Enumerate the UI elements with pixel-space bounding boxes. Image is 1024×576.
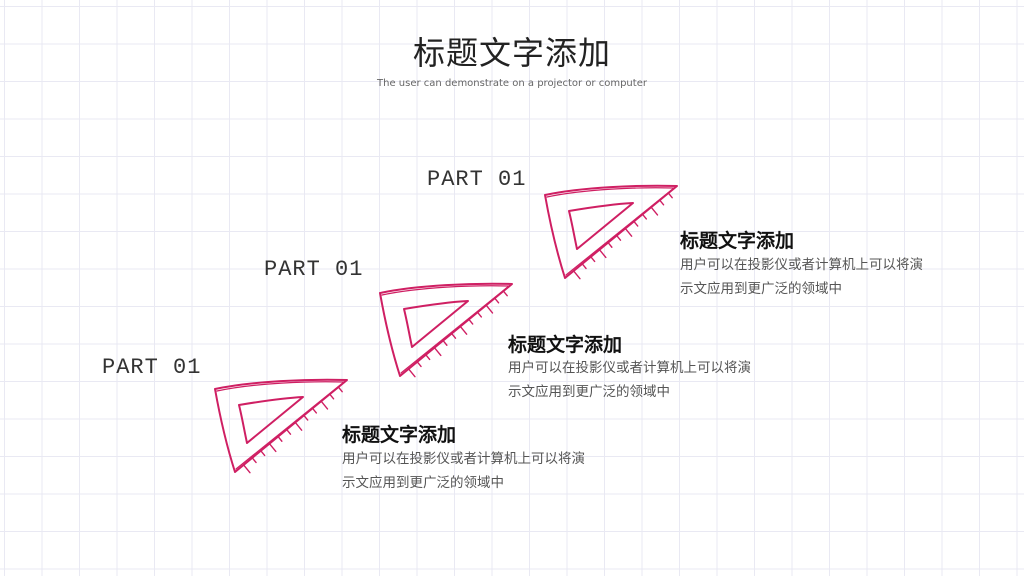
ruler-tick [329, 393, 335, 400]
ruler-tick [615, 234, 622, 241]
ruler-tick [659, 199, 665, 206]
step-heading-2: 标题文字添加 [508, 334, 623, 356]
page-title: 标题文字添加 [412, 34, 611, 72]
ruler-tick [502, 290, 508, 297]
part-label-3: PART 01 [102, 355, 202, 380]
ruler-tick [667, 192, 673, 199]
ruler-tick [581, 263, 587, 270]
triangle-ruler-icon [213, 377, 353, 477]
step-heading-1: 标题文字添加 [680, 230, 795, 252]
ruler-tick [294, 421, 303, 431]
ruler-tick [268, 442, 277, 453]
ruler-tick [459, 325, 468, 335]
step-description-2: 用户可以在投影仪或者计算机上可以将演示文应用到更广泛的领域中 [508, 360, 751, 400]
step-description-1: 用户可以在投影仪或者计算机上可以将演示文应用到更广泛的领域中 [680, 257, 923, 297]
ruler-tick [242, 464, 251, 474]
ruler-tick [320, 400, 329, 410]
ruler-tick [485, 304, 494, 314]
ruler-tick [407, 368, 416, 378]
ruler-tick [590, 256, 596, 263]
ruler-tick [442, 339, 448, 346]
ruler-tick [251, 457, 257, 464]
ruler-tick [337, 386, 343, 393]
ruler-tick [260, 450, 266, 457]
ruler-tick [425, 354, 431, 361]
ruler-tick [311, 407, 318, 414]
ruler-tick [303, 414, 309, 421]
ruler-tick [598, 248, 607, 259]
triangle-ruler-icon [378, 281, 518, 381]
page-subtitle: The user can demonstrate on a projector … [377, 78, 647, 89]
part-label-2: PART 01 [264, 257, 364, 282]
ruler-tick [607, 241, 613, 248]
ruler-tick [633, 220, 639, 227]
ruler-tick [416, 361, 422, 368]
ruler-tick [468, 318, 474, 325]
ruler-tick [494, 297, 500, 304]
step-description-3: 用户可以在投影仪或者计算机上可以将演示文应用到更广泛的领域中 [342, 451, 585, 491]
step-heading-3: 标题文字添加 [342, 424, 457, 446]
part-label-1: PART 01 [427, 167, 527, 192]
triangle-ruler-icon [543, 183, 683, 283]
ruler-tick [650, 206, 659, 216]
ruler-tick [624, 227, 633, 237]
ruler-tick [450, 332, 457, 339]
ruler-tick [285, 428, 292, 435]
ruler-tick [572, 270, 581, 280]
ruler-tick [641, 213, 648, 220]
ruler-tick [433, 346, 442, 357]
ruler-tick [476, 311, 483, 318]
ruler-tick [277, 435, 283, 442]
